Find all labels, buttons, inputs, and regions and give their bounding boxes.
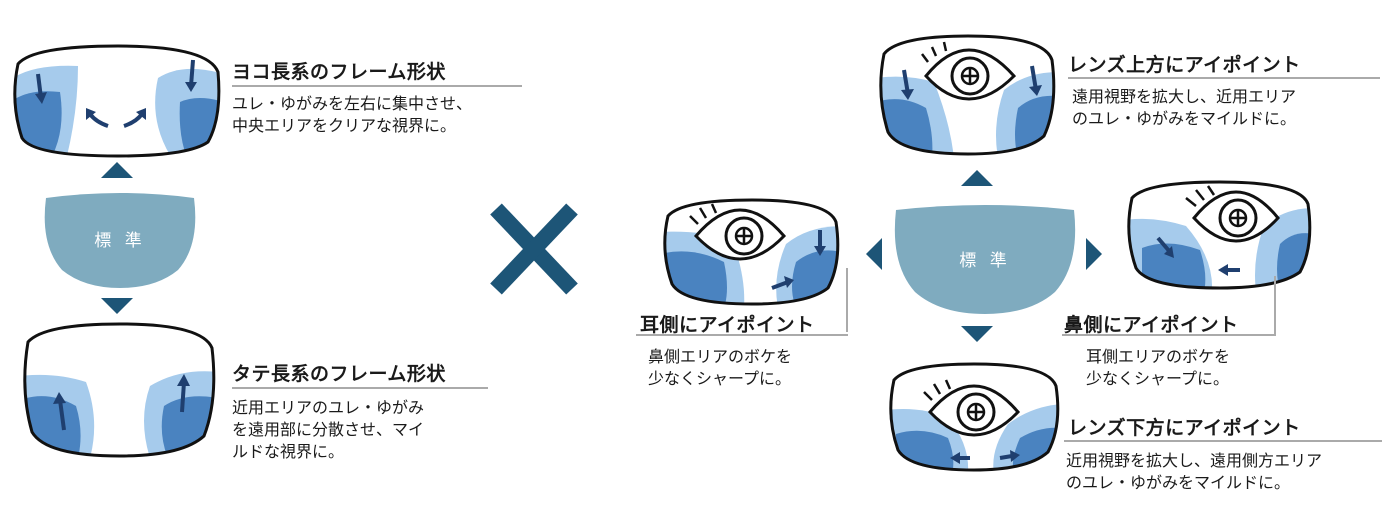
eyepoint-ear-vrule xyxy=(846,268,848,332)
lens-horizontal-frame xyxy=(13,44,221,158)
triangle-up-left xyxy=(101,162,133,178)
eyepoint-up-desc: 遠用視野を拡大し、近用エリアのユレ・ゆがみをマイルドに。 xyxy=(1072,87,1297,128)
triangle-right xyxy=(1086,238,1102,270)
eyepoint-down-desc: 近用視野を拡大し、遠用側方エリアのユレ・ゆがみをマイルドに。 xyxy=(1066,451,1323,492)
horizontal-frame-title: ヨコ長系のフレーム形状 xyxy=(232,61,446,83)
eyepoint-ear-desc: 鼻側エリアのボケを少なくシャープに。 xyxy=(648,347,793,388)
triangle-left xyxy=(866,238,882,270)
lens-vertical-frame xyxy=(23,322,216,458)
eyepoint-ear-rule xyxy=(636,334,848,336)
eyepoint-down-rule xyxy=(1064,440,1382,442)
triangle-down-right xyxy=(961,326,993,342)
eyepoint-nose-desc: 耳側エリアのボケを少なくシャープに。 xyxy=(1086,347,1231,388)
vertical-frame-title: タテ長系のフレーム形状 xyxy=(232,363,446,385)
eyepoint-ear-title: 耳側にアイポイント xyxy=(640,314,815,336)
multiply-cross-icon xyxy=(490,203,578,295)
eyepoint-nose-rule xyxy=(1062,334,1276,336)
standard-lens-left: 標 準 xyxy=(44,193,196,288)
triangle-down-left xyxy=(101,298,133,314)
eyepoint-up-title: レンズ上方にアイポイント xyxy=(1068,54,1301,76)
vertical-frame-desc: 近用エリアのユレ・ゆがみを遠用部に分散させ、マイルドな視界に。 xyxy=(232,398,425,461)
lens-eyepoint-nose xyxy=(1127,180,1312,290)
eyepoint-nose-title: 鼻側にアイポイント xyxy=(1064,314,1239,336)
horizontal-frame-rule xyxy=(232,85,522,87)
horizontal-frame-desc: ユレ・ゆがみを左右に集中させ、中央エリアをクリアな視界に。 xyxy=(232,94,473,135)
eyepoint-up-rule xyxy=(1068,77,1380,79)
lens-eyepoint-down xyxy=(889,362,1060,472)
lens-eyepoint-ear xyxy=(663,198,840,306)
standard-label-right: 標 準 xyxy=(959,251,1010,271)
standard-label-left: 標 準 xyxy=(94,231,145,251)
eyepoint-nose-vrule xyxy=(1274,276,1276,336)
triangle-up-right xyxy=(961,170,993,186)
lens-eyepoint-up xyxy=(879,34,1056,156)
vertical-frame-rule xyxy=(232,387,488,389)
standard-lens-right: 標 準 xyxy=(894,205,1076,314)
eyepoint-down-title: レンズ下方にアイポイント xyxy=(1068,417,1301,439)
